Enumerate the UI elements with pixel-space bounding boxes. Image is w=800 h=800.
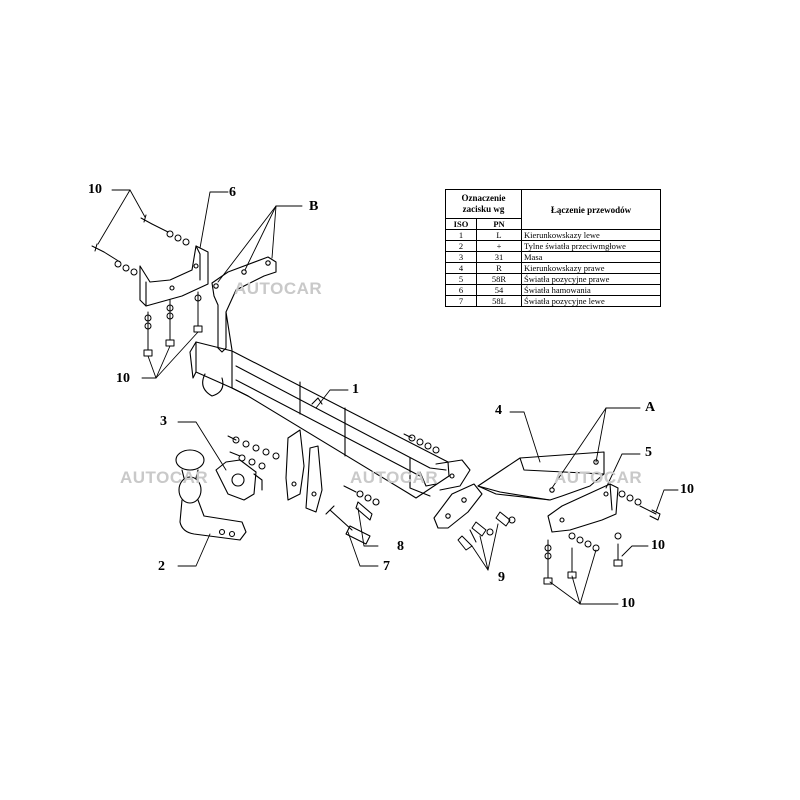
cell-desc: Kierunkowskazy prawe [521, 262, 661, 274]
callout-1: 1 [352, 382, 359, 397]
cell-desc: Kierunkowskazy lewe [521, 229, 661, 241]
table-row: 5 58R Światła pozycyjne prawe [445, 273, 661, 285]
watermark: AUTOCAR [554, 468, 643, 487]
callout-10-left: 10 [116, 371, 130, 386]
table-row: 3 31 Masa [445, 251, 661, 263]
callout-3: 3 [160, 414, 167, 429]
callout-10-top-left: 10 [88, 182, 102, 197]
cell-iso: 6 [445, 284, 477, 296]
table-row: 6 54 Światła hamowania [445, 284, 661, 296]
small-bracket-part-6 [139, 245, 209, 307]
cell-iso: 2 [445, 240, 477, 252]
callout-4: 4 [495, 403, 502, 418]
cell-iso: 3 [445, 251, 477, 263]
cell-pn: L [476, 229, 522, 241]
callout-10-bottom: 10 [621, 596, 635, 611]
callout-9: 9 [498, 570, 505, 585]
cell-iso: 1 [445, 229, 477, 241]
bolts-centre [227, 435, 280, 470]
cell-pn: 58L [476, 295, 522, 307]
table-row: 4 R Kierunkowskazy prawe [445, 262, 661, 274]
table-row: 1 L Kierunkowskazy lewe [445, 229, 661, 241]
watermark: AUTOCAR [234, 279, 323, 298]
callout-10-right: 10 [680, 482, 694, 497]
bolts-right-centre [403, 433, 516, 551]
left-side-bracket [211, 256, 277, 353]
centre-brackets-part-7 [285, 429, 380, 545]
cell-iso: 7 [445, 295, 477, 307]
wiring-table: Oznaczenie zacisku wg Łączenie przewodów… [445, 189, 661, 307]
table-row: 2 + Tylne światła przeciwmgłowe [445, 240, 661, 252]
header-designation: Oznaczenie zacisku wg [445, 189, 522, 219]
table-header-row: Oznaczenie zacisku wg Łączenie przewodów [445, 189, 661, 230]
leader-lines [97, 189, 679, 605]
cell-desc: Światła hamowania [521, 284, 661, 296]
cell-pn: 58R [476, 273, 522, 285]
cell-desc: Tylne światła przeciwmgłowe [521, 240, 661, 252]
bolts-top-left [91, 214, 203, 357]
callout-B: B [309, 199, 319, 214]
right-bracket-part-5 [547, 483, 619, 533]
watermark: AUTOCAR [350, 468, 439, 487]
header-iso: ISO [445, 218, 477, 230]
header-pn: PN [476, 218, 522, 230]
right-side-plate [433, 459, 483, 529]
cell-pn: 54 [476, 284, 522, 296]
cell-desc: Światła pozycyjne lewe [521, 295, 661, 307]
callout-7: 7 [383, 559, 390, 574]
callout-A: A [645, 400, 656, 415]
callout-8: 8 [397, 539, 404, 554]
callout-5: 5 [645, 445, 652, 460]
table-row: 7 58L Światła pozycyjne lewe [445, 295, 661, 307]
cell-iso: 5 [445, 273, 477, 285]
cell-pn: R [476, 262, 522, 274]
cell-pn: 31 [476, 251, 522, 263]
header-connection: Łączenie przewodów [521, 189, 661, 230]
cell-pn: + [476, 240, 522, 252]
ball-mount-plate-part-3 [215, 459, 263, 501]
cell-iso: 4 [445, 262, 477, 274]
cell-desc: Masa [521, 251, 661, 263]
bolts-right [543, 490, 661, 585]
ball-hook-part-2 [175, 449, 247, 541]
watermark: AUTOCAR [120, 468, 209, 487]
crossbar-part-1 [189, 341, 450, 499]
callout-10-right-lower: 10 [651, 538, 665, 553]
callout-6: 6 [229, 185, 236, 200]
callout-2: 2 [158, 559, 165, 574]
cell-desc: Światła pozycyjne prawe [521, 273, 661, 285]
